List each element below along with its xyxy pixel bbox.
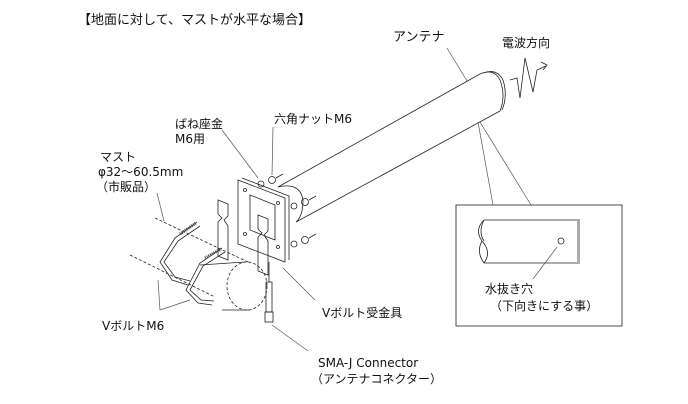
connector-label: SMA-J Connector — [318, 356, 419, 370]
nuts-washers — [257, 173, 317, 248]
antenna-tube — [277, 71, 506, 223]
sma-connector — [264, 262, 274, 323]
v-bolt-bracket-right — [257, 214, 269, 276]
v-bolt-bracket-label: Vボルト受金具 — [322, 306, 403, 320]
mast-centerline — [154, 217, 251, 264]
v-bolt-bracket-left — [217, 199, 229, 261]
v-bolt-label: VボルトM6 — [102, 319, 165, 333]
hex-nut-label: 六角ナットM6 — [274, 112, 352, 126]
connector-note-label: （アンテナコネクター） — [311, 372, 443, 386]
spring-washer-size-label: M6用 — [175, 132, 205, 146]
wave-arrow-icon — [540, 61, 548, 71]
drain-hole-label: 水抜き穴 — [485, 282, 534, 296]
diagram-title: 【地面に対して、マストが水平な場合】 — [78, 13, 311, 28]
mast-label: マスト — [100, 150, 137, 164]
wave-direction-label: 電波方向 — [502, 36, 551, 50]
antenna-label: アンテナ — [393, 30, 445, 45]
spring-washer-label: ばね座金 — [175, 117, 224, 131]
antenna-leader — [446, 47, 468, 82]
mast-note-label: （市販品） — [96, 180, 157, 194]
drain-hole-icon — [557, 237, 565, 245]
v-bolts — [159, 221, 226, 306]
wave-icon — [509, 57, 547, 99]
drain-hole-note-label: （下向きにする事） — [490, 299, 599, 313]
drain-hole-detail-box — [455, 204, 623, 327]
mast-pipe — [226, 261, 268, 311]
mounting-plate — [237, 177, 290, 263]
mast-size-label: φ32～60.5mm — [98, 165, 184, 179]
